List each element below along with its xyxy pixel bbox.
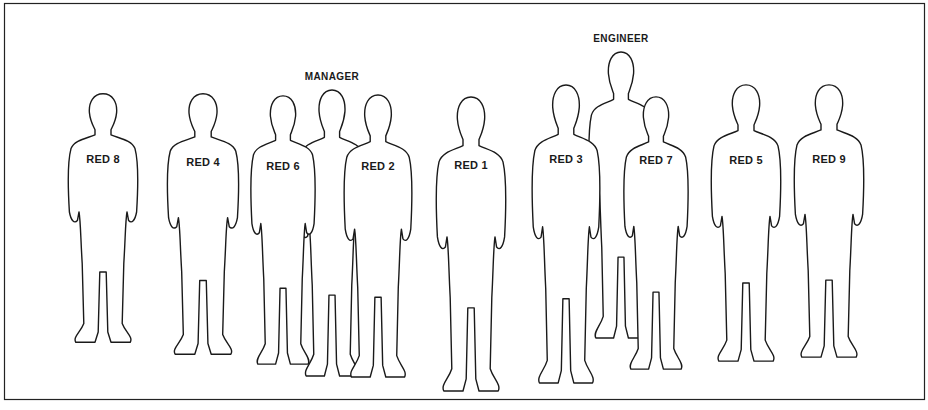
label-holder: RED 2 xyxy=(339,156,417,174)
person-silhouette xyxy=(527,83,605,385)
frame-rect xyxy=(5,4,925,400)
person-label: RED 4 xyxy=(186,156,219,168)
person-silhouette xyxy=(431,95,511,393)
person-figure: RED 6 xyxy=(246,94,320,366)
label-holder: ENGINEER xyxy=(584,28,658,46)
label-holder: RED 1 xyxy=(431,155,511,173)
person-figure: RED 9 xyxy=(789,83,869,359)
label-holder: RED 4 xyxy=(162,152,244,170)
person-label: RED 3 xyxy=(549,153,582,165)
label-holder: RED 9 xyxy=(789,149,869,167)
silhouette-outline xyxy=(167,94,238,354)
label-holder: RED 3 xyxy=(527,149,605,167)
person-silhouette xyxy=(63,92,143,344)
person-label: RED 5 xyxy=(729,154,762,166)
person-label: RED 2 xyxy=(361,160,394,172)
label-holder: RED 6 xyxy=(246,156,320,174)
silhouette-outline xyxy=(68,94,137,343)
person-silhouette xyxy=(246,94,320,366)
label-holder: RED 7 xyxy=(619,150,693,168)
person-figure: RED 1 xyxy=(431,95,511,393)
person-label: RED 7 xyxy=(639,154,672,166)
person-figure: RED 3 xyxy=(527,83,605,385)
person-figure: RED 7 xyxy=(619,95,693,371)
silhouette-outline xyxy=(344,95,412,377)
label-holder: RED 8 xyxy=(63,149,143,167)
person-label: RED 8 xyxy=(86,153,119,165)
role-label: MANAGER xyxy=(305,71,359,82)
person-label: RED 1 xyxy=(454,159,487,171)
role-label: ENGINEER xyxy=(593,33,648,44)
silhouette-outline xyxy=(711,85,780,361)
person-figure: RED 8 xyxy=(63,92,143,344)
person-silhouette xyxy=(339,93,417,379)
silhouette-outline xyxy=(624,97,688,369)
person-figure: RED 5 xyxy=(706,83,786,363)
person-label: RED 9 xyxy=(812,153,845,165)
person-figure: RED 2 xyxy=(339,93,417,379)
silhouette-outline xyxy=(436,97,505,391)
label-holder: RED 5 xyxy=(706,150,786,168)
person-silhouette xyxy=(162,92,244,356)
person-silhouette xyxy=(706,83,786,363)
person-silhouette xyxy=(619,95,693,371)
person-label: RED 6 xyxy=(266,160,299,172)
person-figure: RED 4 xyxy=(162,92,244,356)
silhouette-outline xyxy=(794,85,863,357)
person-silhouette xyxy=(789,83,869,359)
label-holder: MANAGER xyxy=(294,66,370,84)
